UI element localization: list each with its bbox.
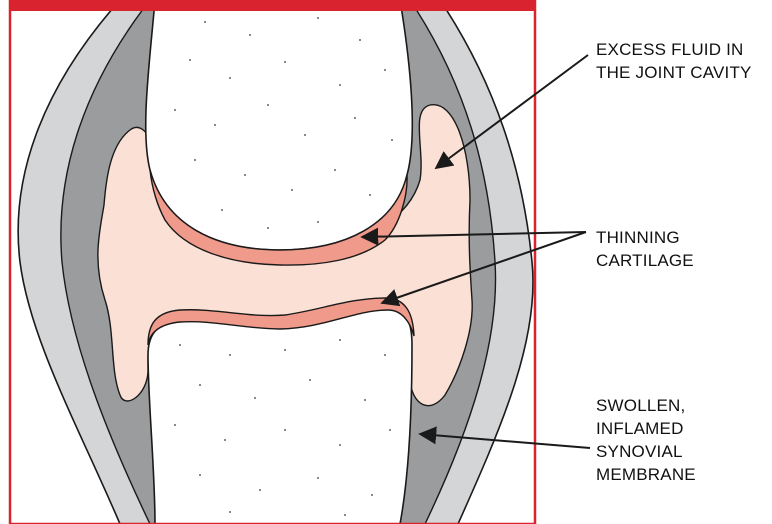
label-excess-fluid: EXCESS FLUID IN THE JOINT CAVITY <box>596 38 752 84</box>
label-excess-fluid-line1: EXCESS FLUID IN <box>596 38 752 61</box>
label-membrane-line3: SYNOVIAL <box>596 440 696 463</box>
frame-top-bar <box>10 0 535 11</box>
label-thinning-cartilage: THINNING CARTILAGE <box>596 226 694 272</box>
label-membrane-line4: MEMBRANE <box>596 463 696 486</box>
label-excess-fluid-line2: THE JOINT CAVITY <box>596 61 752 84</box>
lower-bone <box>148 308 412 524</box>
label-cartilage-line2: CARTILAGE <box>596 249 694 272</box>
label-membrane-line1: SWOLLEN, <box>596 394 696 417</box>
label-synovial-membrane: SWOLLEN, INFLAMED SYNOVIAL MEMBRANE <box>596 394 696 486</box>
label-cartilage-line1: THINNING <box>596 226 694 249</box>
label-membrane-line2: INFLAMED <box>596 417 696 440</box>
upper-bone <box>146 0 413 250</box>
joint-illustration <box>18 0 533 524</box>
